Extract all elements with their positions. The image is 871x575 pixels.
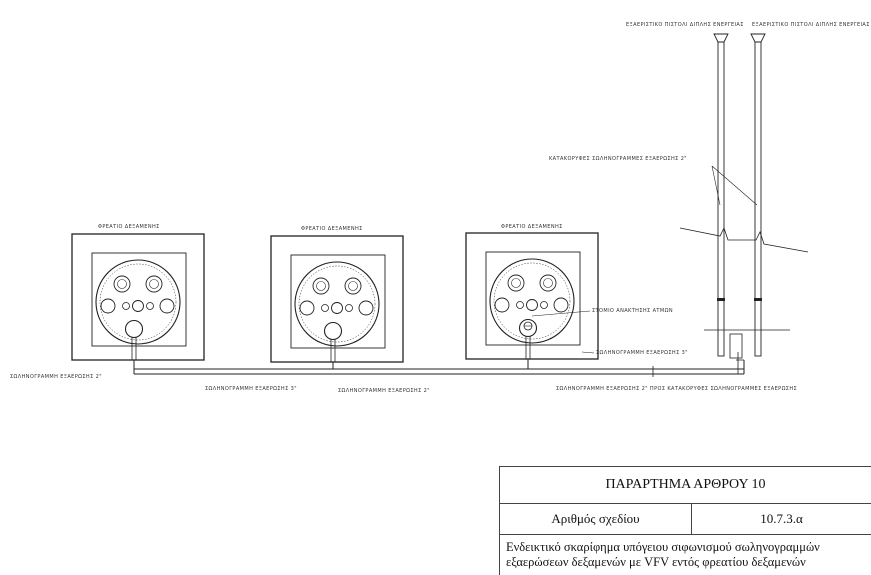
tank-well-3 [465,232,599,360]
label-well-1: ΦΡΕΑΤΙΟ ΔΕΞΑΜΕΝΗΣ [98,224,160,230]
drawing-description: Ενδεικτικό σκαρίφημα υπόγειου σιφωνισμού… [506,540,820,569]
label-vent-line-to-vertical: ΣΩΛΗΝΟΓΡΑΜΜΗ ΕΞΑΕΡΩΣΗΣ 2" ΠΡΟΣ ΚΑΤΑΚΟΡΥΦ… [556,386,797,392]
leader-lines [531,165,758,354]
drawing-number: 10.7.3.α [760,511,803,526]
label-vent-pipe-left: ΕΞΑΕΡΙΣΤΙΚΟ ΠΙΣΤΟΛΙ ΔΙΠΛΗΣ ΕΝΕΡΓΕΙΑΣ [626,22,744,28]
title-heading: ΠΑΡΑΡΤΗΜΑ ΑΡΘΡΟΥ 10 [500,467,871,504]
label-vapor-recovery: ΣΤΟΜΙΟ ΑΝΑΚΤΗΣΗΣ ΑΤΜΩΝ [592,308,673,314]
label-vent-line-2-left: ΣΩΛΗΝΟΓΡΑΜΜΗ ΕΞΑΕΡΩΣΗΣ 2" [10,374,102,380]
label-well-2: ΦΡΕΑΤΙΟ ΔΕΞΑΜΕΝΗΣ [301,226,363,232]
title-block: ΠΑΡΑΡΤΗΜΑ ΑΡΘΡΟΥ 10 Αριθμός σχεδίου 10.7… [499,466,871,575]
main-vent-pipe [133,359,745,377]
tank-well-2 [270,235,404,363]
label-vent-line-3-mid: ΣΩΛΗΝΟΓΡΑΜΜΗ ΕΞΑΕΡΩΣΗΣ 3" [205,386,297,392]
vertical-vent-pipes [679,33,809,374]
label-vertical-lines: ΚΑΤΑΚΟΡΥΦΕΣ ΣΩΛΗΝΟΓΡΑΜΜΕΣ ΕΞΑΕΡΩΣΗΣ 2" [549,156,687,162]
label-vent-line-3-right: ΣΩΛΗΝΟΓΡΑΜΜΗ ΕΞΑΕΡΩΣΗΣ 3" [596,350,688,356]
drawing-number-row: Αριθμός σχεδίου 10.7.3.α [500,504,871,535]
label-vent-pipe-right: ΕΞΑΕΡΙΣΤΙΚΟ ΠΙΣΤΟΛΙ ΔΙΠΛΗΣ ΕΝΕΡΓΕΙΑΣ [752,22,870,28]
drawing-number-label: Αριθμός σχεδίου [500,504,692,534]
label-well-3: ΦΡΕΑΤΙΟ ΔΕΞΑΜΕΝΗΣ [501,224,563,230]
label-vent-line-2-mid: ΣΩΛΗΝΟΓΡΑΜΜΗ ΕΞΑΕΡΩΣΗΣ 2" [338,388,430,394]
tank-well-1 [71,233,205,361]
